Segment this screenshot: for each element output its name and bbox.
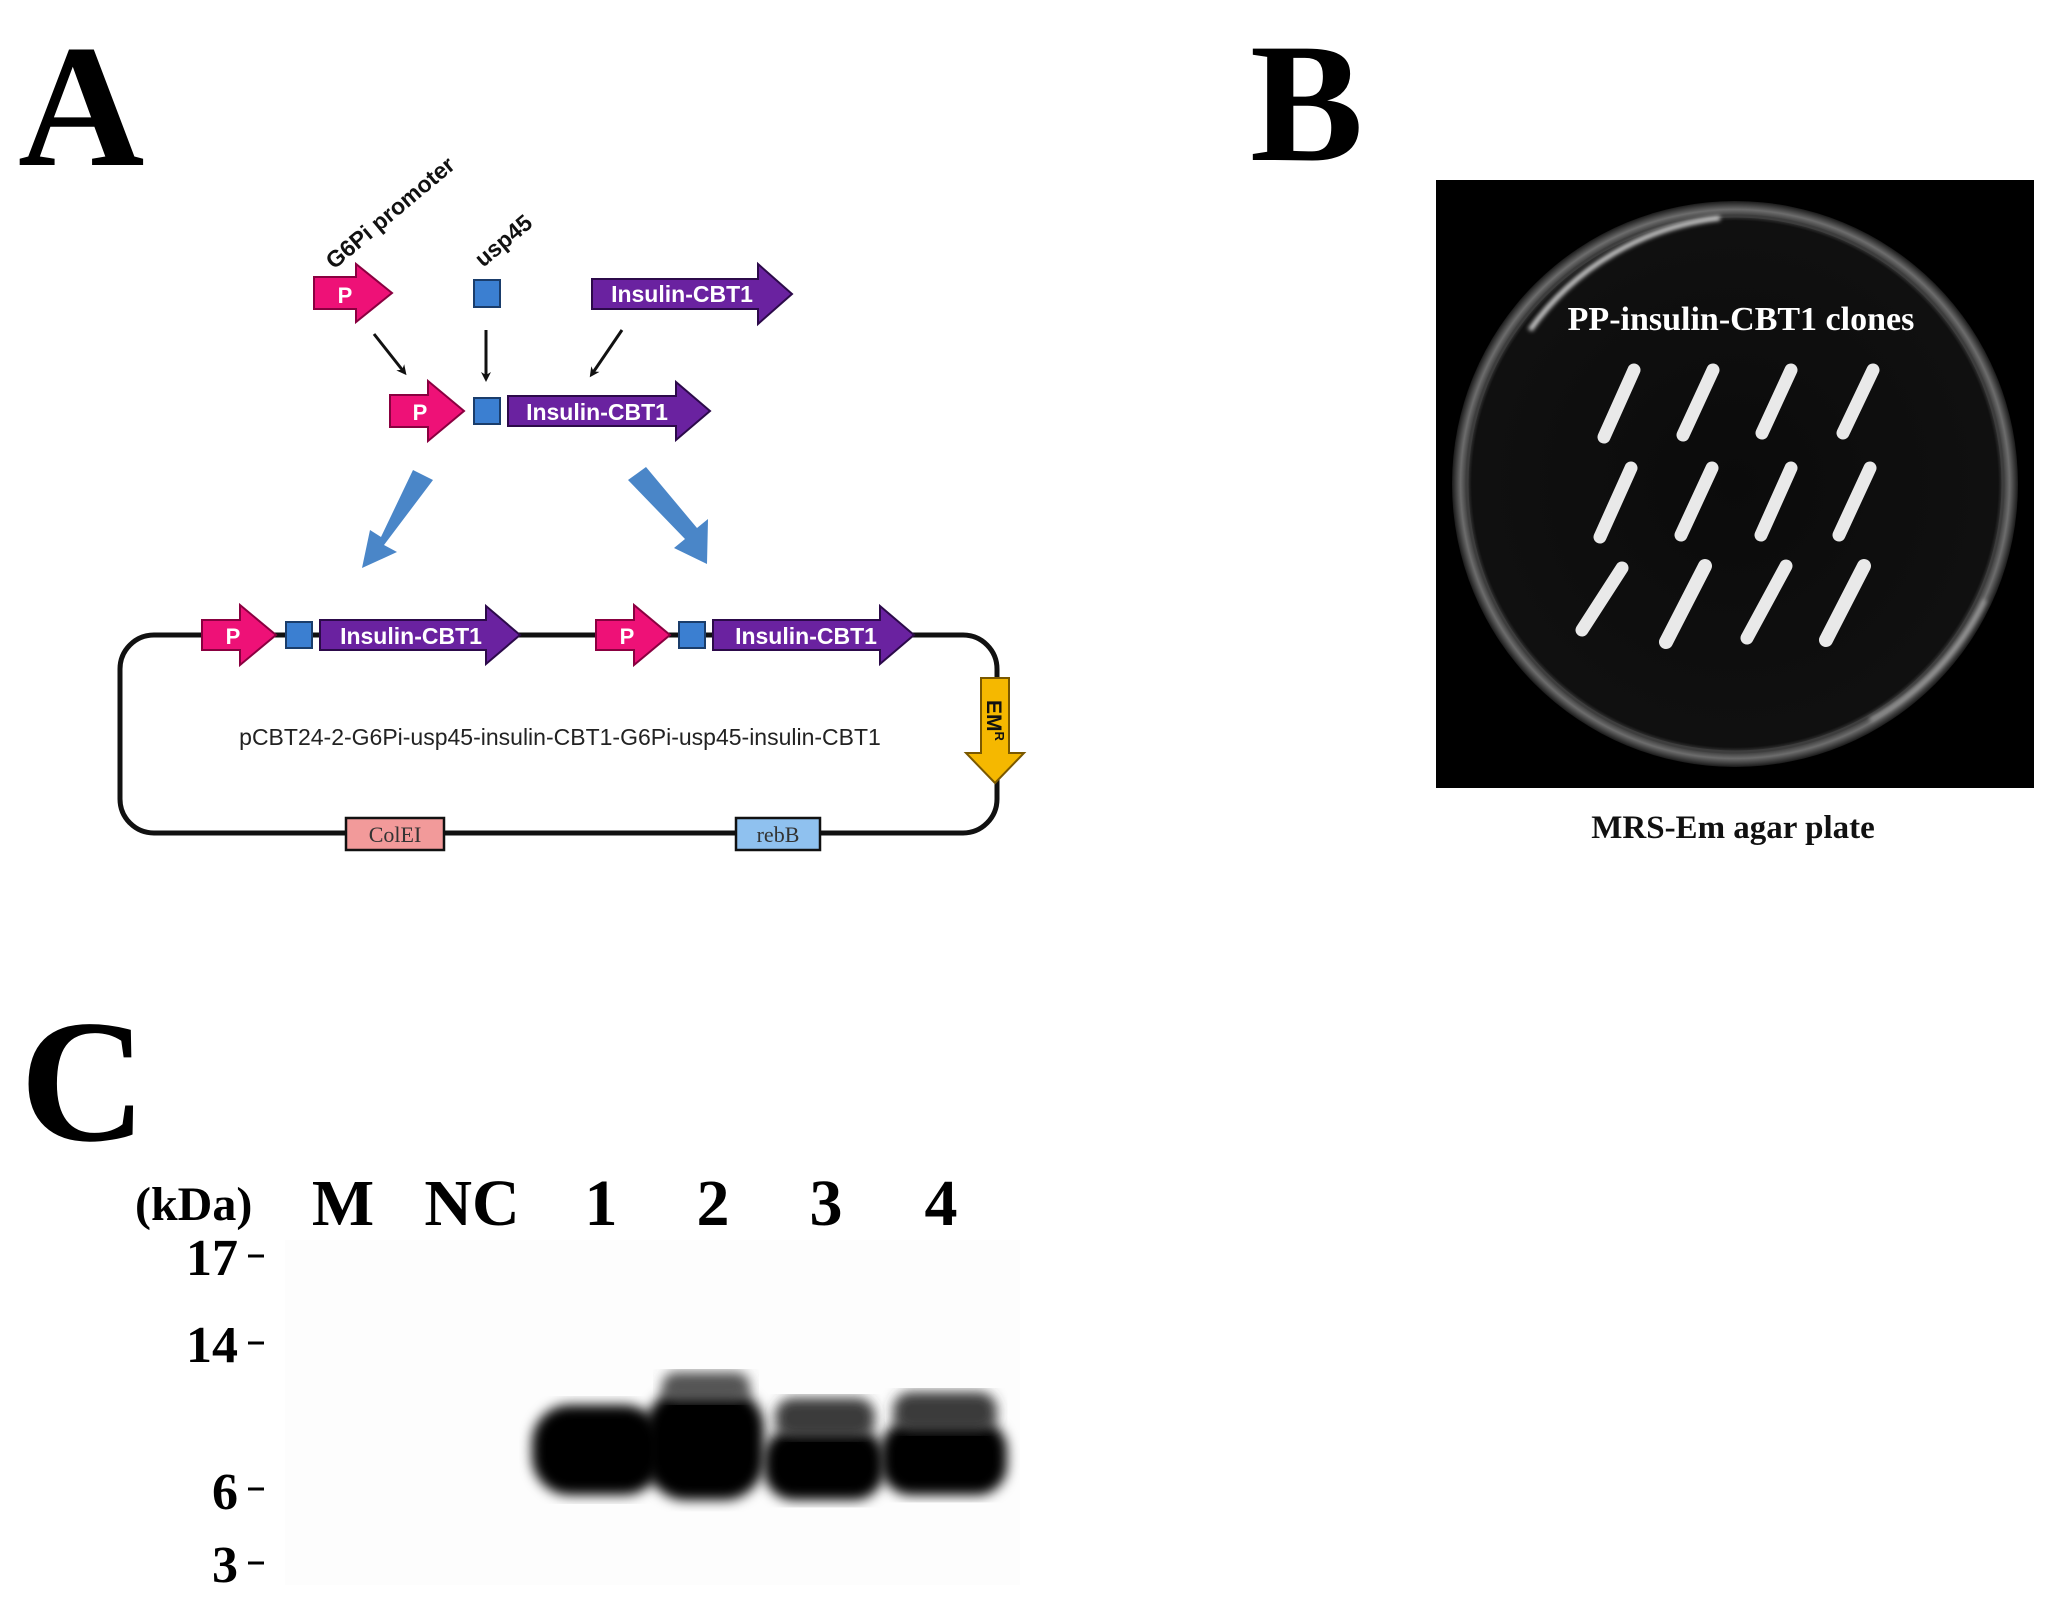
clone-streak — [1755, 363, 1798, 440]
usp45-box — [285, 621, 313, 649]
lane-labels: M NC 1 2 3 4 — [312, 1167, 958, 1240]
band — [646, 1388, 764, 1500]
resistance-label: EMR — [982, 700, 1007, 742]
panel-a-letter: A — [18, 9, 144, 203]
plate-title: PP-insulin-CBT1 clones — [1568, 301, 1915, 338]
band-smear — [775, 1398, 875, 1438]
clone-streak — [1674, 461, 1719, 542]
promoter-symbol: P — [226, 624, 241, 649]
promoter-arrow — [595, 602, 672, 668]
plasmid-cassette-2: P Insulin-CBT1 — [595, 602, 916, 668]
arrow-promoter — [372, 333, 407, 376]
gene-label: Insulin-CBT1 — [526, 399, 668, 425]
signal-part-top — [473, 279, 501, 308]
lane-label-3: 3 — [810, 1167, 843, 1240]
marker-6: 6 — [212, 1464, 238, 1521]
panel-a: A P G6Pi promoter usp45 Insulin-CBT1 P I… — [18, 9, 1027, 852]
gene-label: Insulin-CBT1 — [735, 623, 877, 649]
plasmid-name: pCBT24-2-G6Pi-usp45-insulin-CBT1-G6Pi-us… — [239, 724, 881, 750]
promoter-part-top: P — [313, 261, 394, 325]
clone-streak — [1676, 363, 1720, 442]
gene-part-top: Insulin-CBT1 — [591, 261, 794, 327]
promoter-arrow — [389, 378, 466, 444]
clone-streak — [1836, 363, 1880, 440]
band-lane-3 — [764, 1398, 884, 1500]
panel-b-letter: B — [1250, 9, 1363, 197]
signal-label: usp45 — [470, 209, 538, 272]
panel-c-letter: C — [20, 984, 146, 1178]
blot-bands — [532, 1372, 1007, 1500]
band — [764, 1428, 884, 1500]
rep-rect — [734, 816, 822, 852]
band-lane-2 — [646, 1372, 764, 1500]
promoter-arrow — [201, 602, 278, 668]
resistance-superscript: R — [992, 732, 1007, 742]
promoter-arrow — [313, 261, 394, 325]
lane-label-4: 4 — [925, 1167, 958, 1240]
plate-highlight — [1527, 215, 1721, 332]
ori-label: ColEI — [369, 822, 422, 847]
clone-streak — [1593, 461, 1638, 544]
panel-c: C (kDa) M NC 1 2 3 4 17 14 6 3 — [20, 984, 1020, 1594]
band — [532, 1405, 662, 1495]
clone-streak — [1754, 461, 1798, 542]
blot-unit-label: (kDa) — [135, 1178, 252, 1231]
gene-arrow — [712, 603, 916, 667]
usp45-box — [473, 279, 501, 308]
band-lane-1 — [532, 1405, 662, 1495]
marker-17: 17 — [186, 1230, 238, 1287]
promoter-label: G6Pi promoter — [321, 151, 460, 274]
lane-label-nc: NC — [424, 1167, 519, 1240]
clone-streak — [1597, 363, 1641, 444]
panel-b: B PP-insulin-CBT1 clones MRS-Em agar pla… — [1250, 9, 2034, 846]
marker-14: 14 — [186, 1317, 238, 1374]
ori-rect — [344, 816, 446, 852]
lane-label-2: 2 — [697, 1167, 730, 1240]
gene-label: Insulin-CBT1 — [340, 623, 482, 649]
arrow-gene — [589, 329, 624, 378]
fused-cassette: P Insulin-CBT1 — [389, 378, 712, 444]
gene-label: Insulin-CBT1 — [611, 281, 753, 307]
marker-3: 3 — [212, 1537, 238, 1594]
transfer-arrow-right — [628, 467, 708, 564]
rep-label: rebB — [757, 822, 800, 847]
usp45-box — [678, 621, 706, 649]
gene-arrow — [507, 379, 712, 443]
plasmid-cassette-1: P Insulin-CBT1 — [201, 602, 522, 668]
lane-label-m: M — [312, 1167, 374, 1240]
agar-plate — [1452, 201, 2018, 767]
clone-streak — [1659, 559, 1712, 649]
clone-streak — [1575, 561, 1629, 637]
plate-rim-inner — [1465, 214, 2005, 754]
clone-streak — [1819, 559, 1871, 647]
clone-streaks — [1575, 363, 1880, 649]
marker-labels: 17 14 6 3 — [186, 1230, 264, 1594]
rep-box: rebB — [734, 816, 822, 852]
band-lane-4 — [881, 1392, 1007, 1495]
promoter-symbol: P — [413, 400, 428, 425]
band — [881, 1420, 1007, 1495]
usp45-box — [473, 397, 501, 425]
gene-arrow — [591, 261, 794, 327]
resistance-main: EM — [982, 700, 1005, 732]
transfer-arrow-left — [362, 470, 433, 568]
gene-arrow — [319, 603, 522, 667]
clone-streak — [1832, 461, 1877, 542]
ori-box: ColEI — [344, 816, 446, 852]
promoter-symbol: P — [338, 283, 353, 308]
band-smear — [662, 1372, 750, 1402]
lane-label-1: 1 — [585, 1167, 618, 1240]
resistance-gene: EMR — [963, 677, 1027, 785]
plate-caption: MRS-Em agar plate — [1591, 810, 1875, 846]
clone-streak — [1740, 559, 1793, 645]
band-smear — [893, 1392, 997, 1432]
plate-highlight — [1869, 599, 1987, 722]
resistance-arrow — [963, 677, 1027, 785]
promoter-symbol: P — [620, 624, 635, 649]
